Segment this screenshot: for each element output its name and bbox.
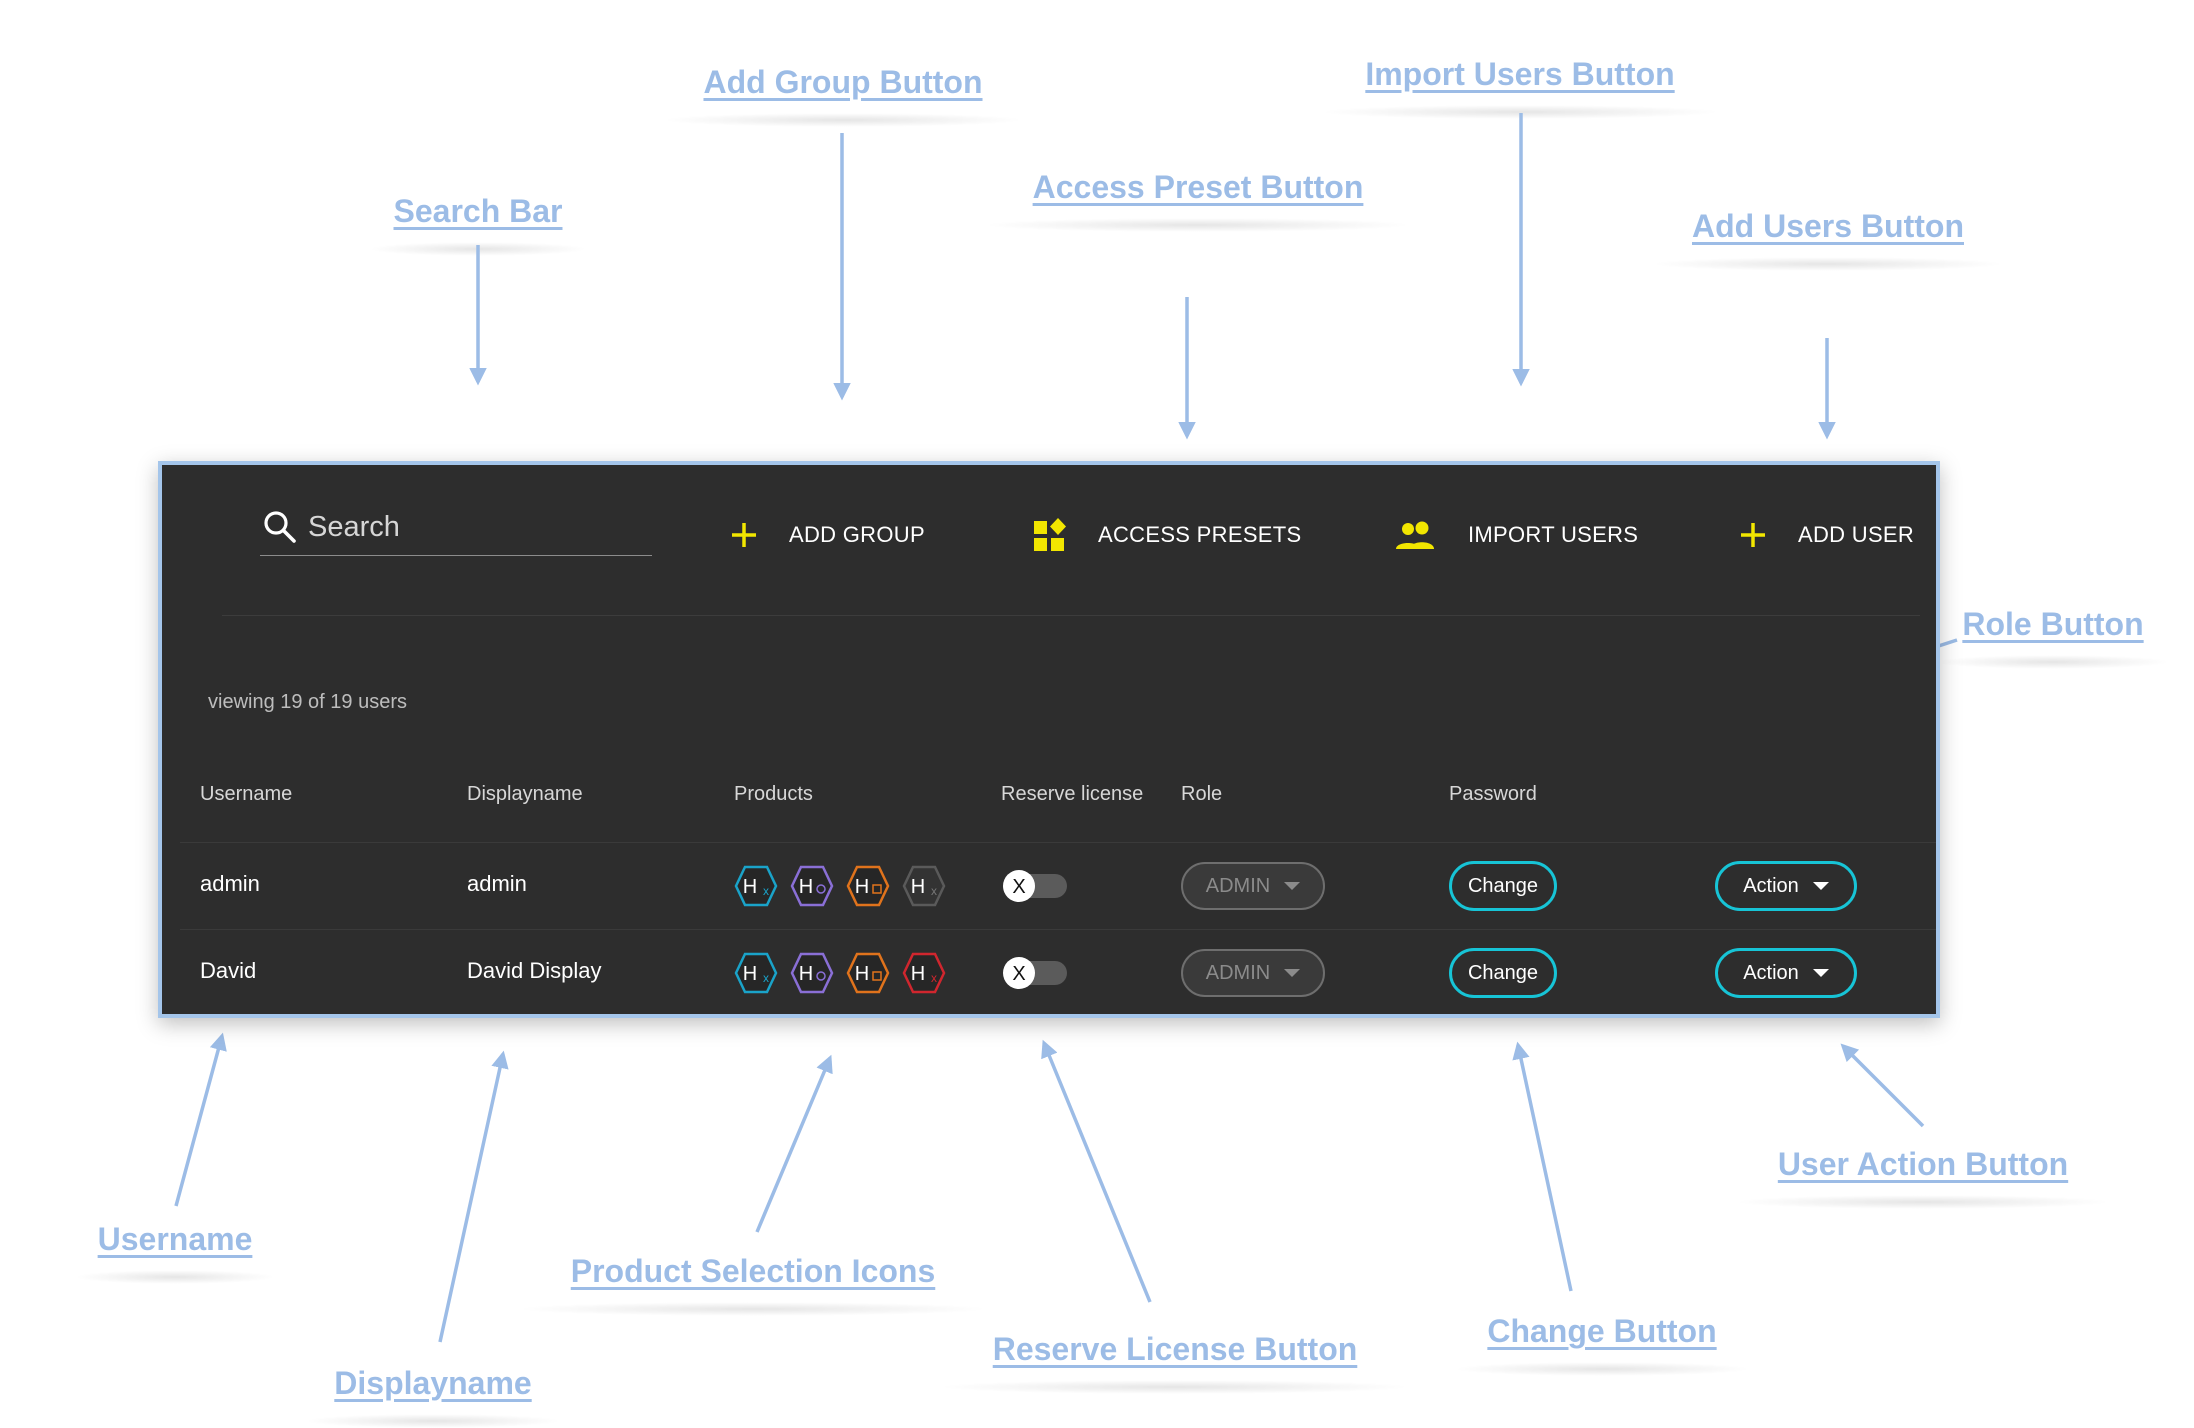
access-presets-label: ACCESS PRESETS bbox=[1098, 522, 1302, 547]
add-group-button[interactable]: ADD GROUP bbox=[729, 515, 925, 555]
product-icon-red[interactable]: H x bbox=[902, 951, 946, 995]
import-users-button[interactable]: IMPORT USERS bbox=[1394, 515, 1638, 555]
user-action-button[interactable]: Action bbox=[1715, 948, 1857, 998]
access-presets-button[interactable]: ACCESS PRESETS bbox=[1032, 515, 1301, 555]
add-user-button[interactable]: ADD USER bbox=[1738, 515, 1914, 555]
chevron-down-icon bbox=[1812, 969, 1829, 977]
role-label: ADMIN bbox=[1205, 961, 1271, 984]
svg-text:H: H bbox=[743, 963, 757, 985]
table-row: David David Display H x H H H x X bbox=[162, 930, 1936, 1016]
callout-role: Role Button bbox=[1935, 606, 2172, 669]
arrow-user-action bbox=[1840, 1043, 1925, 1128]
action-label: Action bbox=[1743, 961, 1799, 984]
widgets-icon bbox=[1034, 518, 1066, 551]
search-input[interactable]: Search bbox=[308, 511, 400, 543]
chevron-down-icon bbox=[1284, 882, 1301, 890]
row-divider bbox=[180, 842, 1936, 843]
product-icon-orange[interactable]: H bbox=[846, 951, 890, 995]
product-icon-purple[interactable]: H bbox=[790, 864, 834, 908]
reserve-license-toggle[interactable]: X bbox=[1001, 869, 1069, 903]
svg-text:H: H bbox=[799, 963, 813, 985]
reserve-license-toggle[interactable]: X bbox=[1001, 956, 1069, 990]
people-icon bbox=[1396, 521, 1434, 549]
svg-text:H: H bbox=[855, 963, 869, 985]
callout-product-icons: Product Selection Icons bbox=[516, 1253, 990, 1316]
svg-text:x: x bbox=[763, 971, 769, 985]
username: admin bbox=[200, 871, 260, 896]
svg-text:X: X bbox=[1012, 876, 1025, 898]
callout-displayname: Displayname bbox=[304, 1365, 562, 1428]
product-icon-gray[interactable]: H x bbox=[902, 864, 946, 908]
header-products: Products bbox=[734, 783, 813, 805]
search-bar[interactable]: Search bbox=[260, 505, 652, 556]
svg-text:x: x bbox=[931, 971, 937, 985]
callout-change: Change Button bbox=[1452, 1313, 1752, 1376]
user-action-button[interactable]: Action bbox=[1715, 861, 1857, 911]
header-displayname: Displayname bbox=[467, 783, 583, 805]
header-role: Role bbox=[1181, 783, 1223, 805]
callout-reserve-license: Reserve License Button bbox=[938, 1331, 1412, 1394]
callout-search-bar: Search Bar bbox=[368, 193, 588, 256]
change-label: Change bbox=[1467, 961, 1539, 984]
svg-text:H: H bbox=[911, 876, 925, 898]
callout-import-users: Import Users Button bbox=[1318, 56, 1722, 119]
action-label: Action bbox=[1743, 874, 1799, 897]
table-row: admin admin H x H H H x X ADMIN bbox=[162, 843, 1936, 929]
username: David bbox=[200, 958, 257, 983]
displayname: admin bbox=[467, 871, 527, 896]
role-label: ADMIN bbox=[1205, 874, 1271, 897]
plus-icon bbox=[1741, 523, 1765, 547]
product-icon-blue[interactable]: H x bbox=[734, 951, 778, 995]
user-management-panel: Search ADD GROUP ACCESS PRESETS IMPORT U… bbox=[158, 461, 1940, 1018]
callout-access-preset: Access Preset Button bbox=[983, 169, 1413, 232]
callout-username: Username bbox=[74, 1221, 276, 1284]
displayname: David Display bbox=[467, 958, 602, 983]
product-icon-purple[interactable]: H bbox=[790, 951, 834, 995]
role-dropdown[interactable]: ADMIN bbox=[1181, 862, 1325, 910]
arrow-product-icons bbox=[755, 1054, 833, 1233]
arrow-username bbox=[174, 1032, 227, 1207]
svg-text:H: H bbox=[799, 876, 813, 898]
change-password-button[interactable]: Change bbox=[1449, 861, 1557, 911]
change-label: Change bbox=[1467, 874, 1539, 897]
chevron-down-icon bbox=[1812, 882, 1829, 890]
plus-icon bbox=[732, 523, 756, 547]
change-password-button[interactable]: Change bbox=[1449, 948, 1557, 998]
svg-text:X: X bbox=[1012, 963, 1025, 985]
import-users-label: IMPORT USERS bbox=[1468, 522, 1639, 547]
callout-user-action: User Action Button bbox=[1734, 1146, 2113, 1209]
arrow-displayname bbox=[438, 1050, 509, 1343]
add-group-label: ADD GROUP bbox=[789, 522, 925, 547]
chevron-down-icon bbox=[1284, 969, 1301, 977]
header-password: Password bbox=[1449, 783, 1537, 805]
toolbar-divider bbox=[222, 615, 1920, 616]
arrow-change bbox=[1512, 1041, 1573, 1292]
add-user-label: ADD USER bbox=[1798, 522, 1915, 547]
header-username: Username bbox=[200, 783, 293, 805]
user-count: viewing 19 of 19 users bbox=[208, 691, 408, 713]
product-icon-orange[interactable]: H bbox=[846, 864, 890, 908]
arrow-reserve-license bbox=[1041, 1039, 1152, 1303]
row-divider bbox=[180, 929, 1936, 930]
svg-text:x: x bbox=[763, 884, 769, 898]
role-dropdown[interactable]: ADMIN bbox=[1181, 949, 1325, 997]
search-icon bbox=[264, 511, 296, 543]
svg-text:H: H bbox=[911, 963, 925, 985]
product-icon-blue[interactable]: H x bbox=[734, 864, 778, 908]
svg-text:x: x bbox=[931, 884, 937, 898]
callout-add-users: Add Users Button bbox=[1651, 208, 2005, 271]
svg-text:H: H bbox=[743, 876, 757, 898]
callout-add-group: Add Group Button bbox=[661, 64, 1025, 127]
svg-text:H: H bbox=[855, 876, 869, 898]
header-reserve-license: Reserve license bbox=[1001, 783, 1144, 805]
